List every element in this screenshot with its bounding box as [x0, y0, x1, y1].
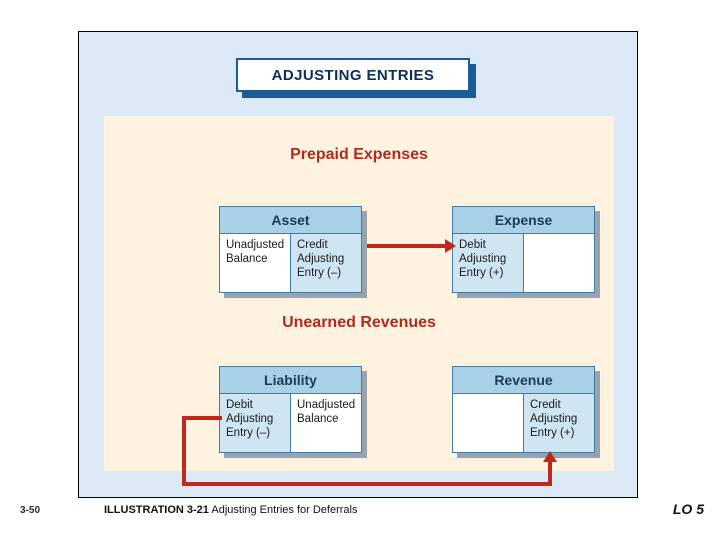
arrow-prepaid-head: [445, 239, 456, 253]
slide-title: ADJUSTING ENTRIES: [271, 66, 435, 84]
t-account-credit-cell: Credit Adjusting Entry (–): [291, 234, 361, 292]
t-account-box: Expense Debit Adjusting Entry (+): [452, 206, 595, 293]
arrow-unearned-stub-liability: [182, 416, 222, 420]
t-account-header: Revenue: [453, 367, 594, 394]
illustration-caption: ILLUSTRATION 3-21 Adjusting Entries for …: [104, 504, 358, 516]
t-account-box: Liability Debit Adjusting Entry (–) Unad…: [219, 366, 362, 453]
content-panel: Prepaid Expenses Unearned Revenues Asset…: [104, 116, 614, 486]
t-account-header: Liability: [220, 367, 361, 394]
t-account-revenue: Revenue Credit Adjusting Entry (+): [452, 366, 600, 458]
section-heading-unearned-revenues: Unearned Revenues: [282, 314, 436, 331]
t-account-debit-cell: [453, 394, 524, 452]
arrow-unearned-shaft-vertical-right: [548, 461, 552, 486]
arrow-unearned-head: [543, 451, 557, 462]
t-account-credit-cell: Credit Adjusting Entry (+): [524, 394, 594, 452]
t-account-body: Unadjusted Balance Credit Adjusting Entr…: [220, 234, 361, 292]
arrow-unearned-shaft-vertical-left: [182, 416, 186, 486]
t-account-body: Debit Adjusting Entry (+): [453, 234, 594, 292]
title-banner: ADJUSTING ENTRIES: [236, 58, 476, 98]
title-banner-box: ADJUSTING ENTRIES: [236, 58, 470, 92]
t-account-credit-cell: Unadjusted Balance: [291, 394, 361, 452]
t-account-debit-cell: Debit Adjusting Entry (–): [220, 394, 291, 452]
slide-frame: ADJUSTING ENTRIES Prepaid Expenses Unear…: [78, 31, 638, 498]
t-account-body: Debit Adjusting Entry (–) Unadjusted Bal…: [220, 394, 361, 452]
t-account-expense: Expense Debit Adjusting Entry (+): [452, 206, 600, 298]
page-number: 3-50: [20, 505, 41, 516]
t-account-box: Revenue Credit Adjusting Entry (+): [452, 366, 595, 453]
arrow-unearned-shaft-horizontal: [182, 482, 552, 486]
learning-objective: LO 5: [672, 501, 704, 517]
illustration-caption-text: Adjusting Entries for Deferrals: [211, 504, 358, 516]
t-account-asset: Asset Unadjusted Balance Credit Adjustin…: [219, 206, 367, 298]
illustration-label: ILLUSTRATION 3-21: [104, 504, 209, 516]
t-account-header: Asset: [220, 207, 361, 234]
section-heading-prepaid-expenses: Prepaid Expenses: [290, 146, 428, 163]
t-account-liability: Liability Debit Adjusting Entry (–) Unad…: [219, 366, 367, 458]
arrow-prepaid-shaft: [367, 244, 445, 248]
t-account-debit-cell: Debit Adjusting Entry (+): [453, 234, 524, 292]
t-account-header: Expense: [453, 207, 594, 234]
t-account-debit-cell: Unadjusted Balance: [220, 234, 291, 292]
t-account-body: Credit Adjusting Entry (+): [453, 394, 594, 452]
t-account-credit-cell: [524, 234, 594, 292]
t-account-box: Asset Unadjusted Balance Credit Adjustin…: [219, 206, 362, 293]
